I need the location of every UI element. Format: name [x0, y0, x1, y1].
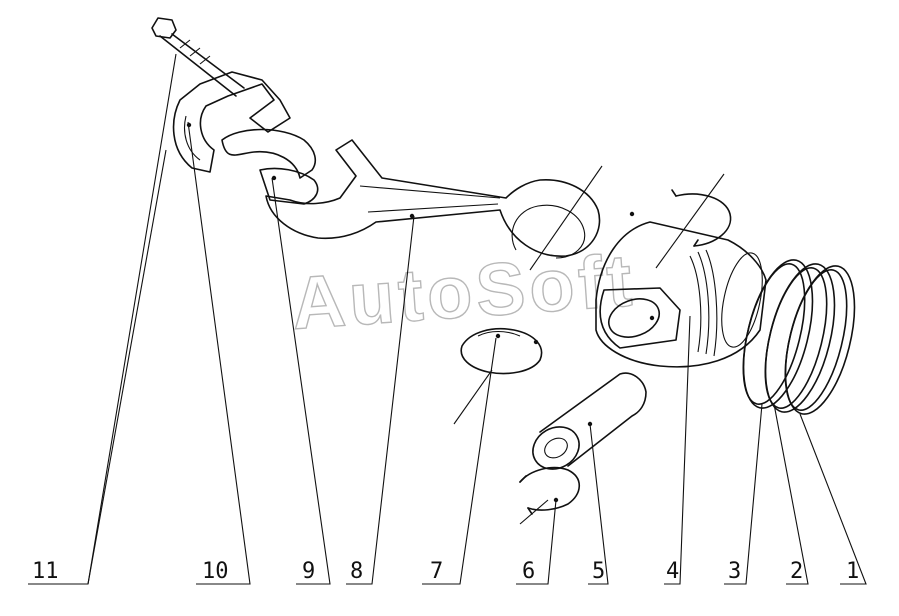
watermark: AutoSoft [289, 238, 638, 345]
rod-bolt [151, 17, 245, 97]
callout-5: 5 [592, 559, 605, 584]
callout-7: 7 [430, 559, 443, 584]
piston [595, 211, 767, 368]
bearing-shells [221, 128, 319, 205]
leader-lines [28, 53, 867, 585]
callout-9: 9 [302, 559, 315, 584]
callout-10: 10 [202, 559, 229, 584]
callout-8: 8 [350, 559, 363, 584]
piston-pin [532, 372, 647, 470]
callout-11: 11 [32, 559, 59, 584]
callout-1: 1 [846, 559, 859, 584]
rod-cap [172, 71, 291, 173]
callout-6: 6 [522, 559, 535, 584]
callout-4: 4 [666, 559, 679, 584]
callout-3: 3 [728, 559, 741, 584]
piston-rings [742, 259, 856, 415]
small-end-bushing [460, 328, 543, 375]
callout-labels: 11 10 9 8 7 6 5 4 3 2 1 [32, 559, 859, 584]
callout-2: 2 [790, 559, 803, 584]
connecting-rod [265, 139, 601, 259]
